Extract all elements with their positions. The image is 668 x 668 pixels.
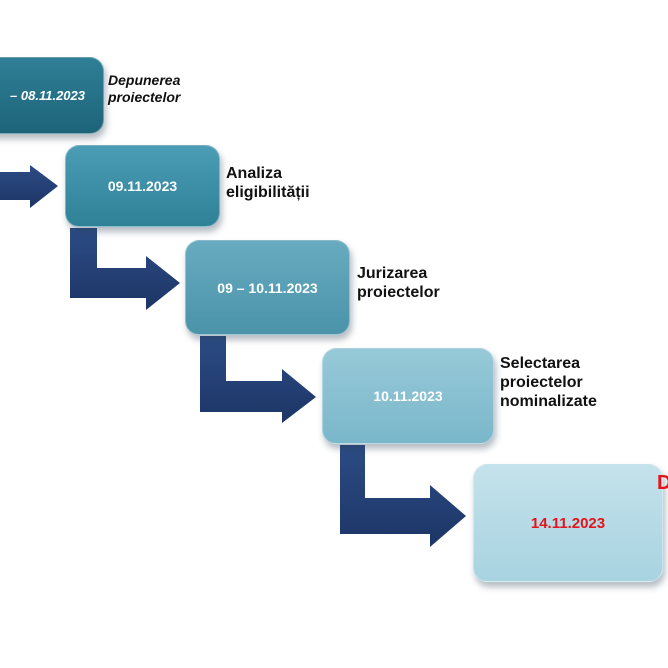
step-4-date: 10.11.2023: [373, 388, 443, 404]
arrow-step-2: [70, 228, 180, 310]
step-1-date-box: – 08.11.2023: [0, 57, 104, 134]
step-3-date-box: 09 – 10.11.2023: [185, 240, 350, 335]
step-2-date: 09.11.2023: [107, 178, 178, 194]
step-5-label: D: [657, 472, 668, 494]
step-4-label: Selectarea proiectelor nominalizate: [500, 355, 597, 410]
step-2-label: Analiza eligibilității: [226, 165, 310, 201]
step-4-date-box: 10.11.2023: [322, 348, 494, 444]
step-1-label: Depunerea proiectelor: [108, 72, 181, 105]
step-5-date-box: 14.11.2023: [473, 464, 663, 582]
arrow-step-3: [200, 336, 316, 423]
step-2-date-box: 09.11.2023: [65, 145, 220, 227]
step-5-date: 14.11.2023: [530, 514, 606, 532]
arrow-step-4: [340, 445, 466, 547]
arrow-step-1: [0, 165, 58, 208]
step-3-label: Jurizarea proiectelor: [357, 265, 440, 301]
step-1-date: – 08.11.2023: [10, 88, 85, 103]
step-3-date: 09 – 10.11.2023: [217, 279, 318, 296]
